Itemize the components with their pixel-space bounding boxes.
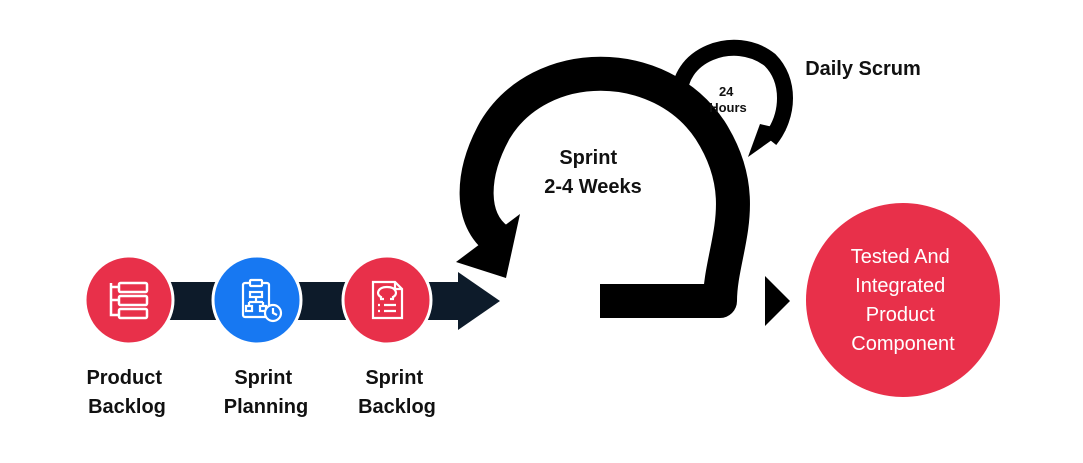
planning-clipboard-icon: [241, 278, 283, 323]
tested-integrated-product-component: Tested And Integrated Product Component: [806, 203, 1000, 397]
product-backlog-label-line2: Backlog: [88, 396, 166, 418]
backlog-flow-arrow: [150, 272, 500, 330]
sprint-backlog-step: Sprint Backlog: [341, 254, 436, 418]
sprint-backlog-label: Sprint Backlog: [358, 367, 436, 418]
daily-scrum-duration-line2: Hours: [709, 100, 747, 115]
product-backlog-step: Product Backlog: [83, 254, 175, 418]
result-line1: Tested And: [851, 246, 950, 268]
daily-scrum-duration-line1: 24: [719, 84, 734, 99]
backlog-list-icon: [109, 281, 149, 320]
result-line3: Product: [866, 304, 935, 326]
daily-scrum-arrow: [671, 39, 793, 157]
result-line4: Component: [851, 333, 955, 355]
daily-scrum-duration-label: 24 Hours: [709, 84, 747, 115]
sprint-backlog-doc-icon: [371, 280, 404, 320]
daily-scrum-title: Daily Scrum: [805, 58, 921, 80]
sprint-backlog-label-line1: Sprint: [365, 367, 423, 389]
result-label: Tested And Integrated Product Component: [851, 246, 956, 355]
sprint-cycle-arrow: [456, 56, 790, 326]
sprint-planning-step: Sprint Planning: [211, 254, 308, 418]
product-backlog-label-line1: Product: [86, 367, 162, 389]
sprint-planning-label-line2: Planning: [224, 396, 308, 418]
sprint-planning-label: Sprint Planning: [224, 367, 308, 418]
sprint-label-line2: 2-4 Weeks: [544, 176, 641, 198]
sprint-label-line1: Sprint: [559, 147, 617, 169]
sprint-duration-label: Sprint 2-4 Weeks: [544, 147, 641, 198]
sprint-backlog-label-line2: Backlog: [358, 396, 436, 418]
sprint-planning-label-line1: Sprint: [234, 367, 292, 389]
result-line2: Integrated: [855, 275, 945, 297]
product-backlog-label: Product Backlog: [86, 367, 167, 418]
